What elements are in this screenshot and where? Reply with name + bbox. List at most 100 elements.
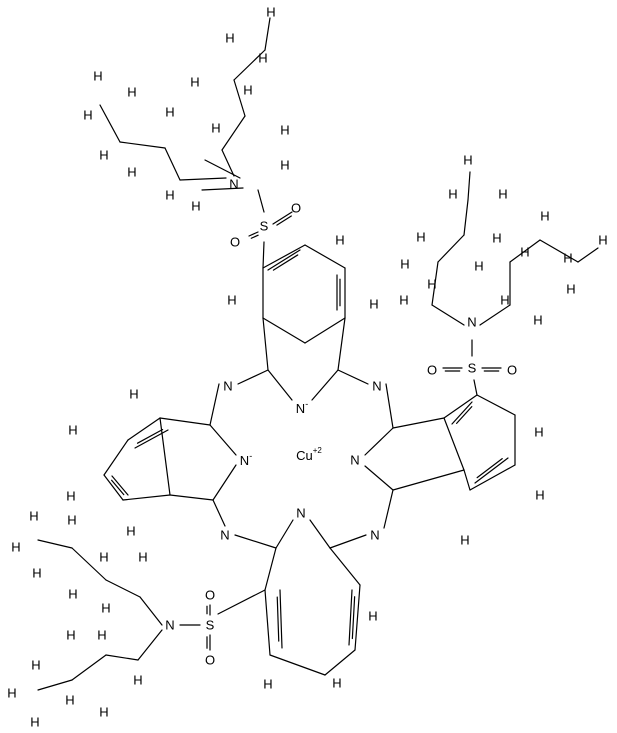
hydrogen-alkyl: H [427,277,436,292]
nitrogen-meso-bottom-left: N [220,528,229,543]
nitrogen-meso-bottom-right: N [370,528,379,543]
bond-line [463,469,471,491]
sulfur-right: S [468,361,477,376]
bond-line [262,241,265,269]
bond-line [539,239,579,263]
nitrogen-amide-right: N [467,315,476,330]
nitrogen-amide-top: N [229,177,238,192]
bond-line [159,417,171,496]
bond-line [159,417,211,426]
hydrogen-alkyl: H [280,123,289,138]
hydrogen-aromatic: H [129,387,138,402]
bond-line [137,629,163,661]
bond-line [105,654,139,661]
hydrogen-aromatic: H [227,293,236,308]
bond-line [250,234,259,239]
hydrogen-alkyl: H [93,69,102,84]
hydrogen-alkyl: H [400,257,409,272]
bond-line [279,589,283,649]
hydrogen-alkyl: H [101,601,110,616]
hydrogen-alkyl: H [540,209,549,224]
bond-line [392,469,465,491]
nitrogen-amide-bottom: N [165,618,174,633]
hydrogen-alkyl: H [520,245,529,260]
bond-line [233,79,246,117]
bond-line [476,394,516,416]
hydrogen-alkyl: H [68,587,77,602]
bond-line [479,304,511,326]
bond-line [354,584,361,651]
bond-line [329,547,361,586]
hydrogen-alkyl: H [67,513,76,528]
nitrogen-anion-left: N- [240,451,252,468]
bond-line [392,417,445,429]
bond-line [262,317,269,371]
nitrogen-bottom-ring: N [296,506,305,521]
hydrogen-aromatic: H [369,297,378,312]
bond-layer [37,17,599,691]
hydrogen-alkyl: H [416,230,425,245]
atom-label-layer: Cu+2 N- N- N N N N N N S O O N S O O N S… [7,5,607,730]
hydrogen-aromatic: H [534,425,543,440]
bond-line [204,159,241,179]
bond-line [337,369,369,385]
hydrogen-aromatic: H [335,233,344,248]
bond-line [329,534,367,549]
hydrogen-alkyl: H [566,282,575,297]
hydrogen-alkyl: H [7,686,16,701]
hydrogen-alkyl: H [30,715,39,730]
bond-line [122,494,171,501]
bond-line [179,177,227,181]
bond-line [364,465,394,491]
hydrogen-aromatic: H [68,423,77,438]
hydrogen-alkyl: H [138,550,147,565]
oxygen-top-1: O [291,201,301,216]
hydrogen-alkyl: H [492,231,501,246]
bond-line [71,654,107,681]
oxygen-right-1: O [427,363,437,378]
nitrogen-anion-top: N- [296,399,308,416]
bond-line [105,579,141,598]
bond-line [364,427,394,456]
hydrogen-alkyl: H [66,628,75,643]
bond-line [139,596,163,626]
copper-atom-label: Cu+2 [296,446,322,463]
hydrogen-alkyl: H [399,293,408,308]
bond-line [257,189,265,213]
bond-line [463,199,469,236]
hydrogen-alkyl: H [225,31,234,46]
hydrogen-aromatic: H [332,676,341,691]
hydrogen-alkyl: H [191,199,200,214]
hydrogen-alkyl: H [474,259,483,274]
bond-line [469,464,516,491]
bond-line [437,234,465,263]
bond-line [212,464,237,501]
bond-line [234,534,277,549]
hydrogen-alkyl: H [11,540,20,555]
bond-line [169,494,214,501]
bond-line [431,304,465,326]
bond-line [111,479,125,496]
bond-line [103,439,129,476]
bond-line [134,429,169,449]
hydrogen-alkyl: H [99,705,108,720]
hydrogen-aromatic: H [126,524,135,539]
bond-line [262,244,306,269]
oxygen-bottom-1: O [205,588,215,603]
nitrogen-right-ring: N [350,453,359,468]
bond-line [385,383,394,429]
hydrogen-aromatic: H [460,533,469,548]
hydrogen-aromatic: H [368,609,377,624]
bond-line [431,261,439,306]
hydrogen-alkyl: H [165,188,174,203]
sulfur-top: S [260,219,269,234]
bond-line [164,147,181,181]
bond-line [474,457,509,484]
bond-line [127,417,161,441]
bond-line [217,589,266,615]
bond-line [309,519,331,549]
bond-line [209,424,237,456]
bond-line [267,369,293,401]
